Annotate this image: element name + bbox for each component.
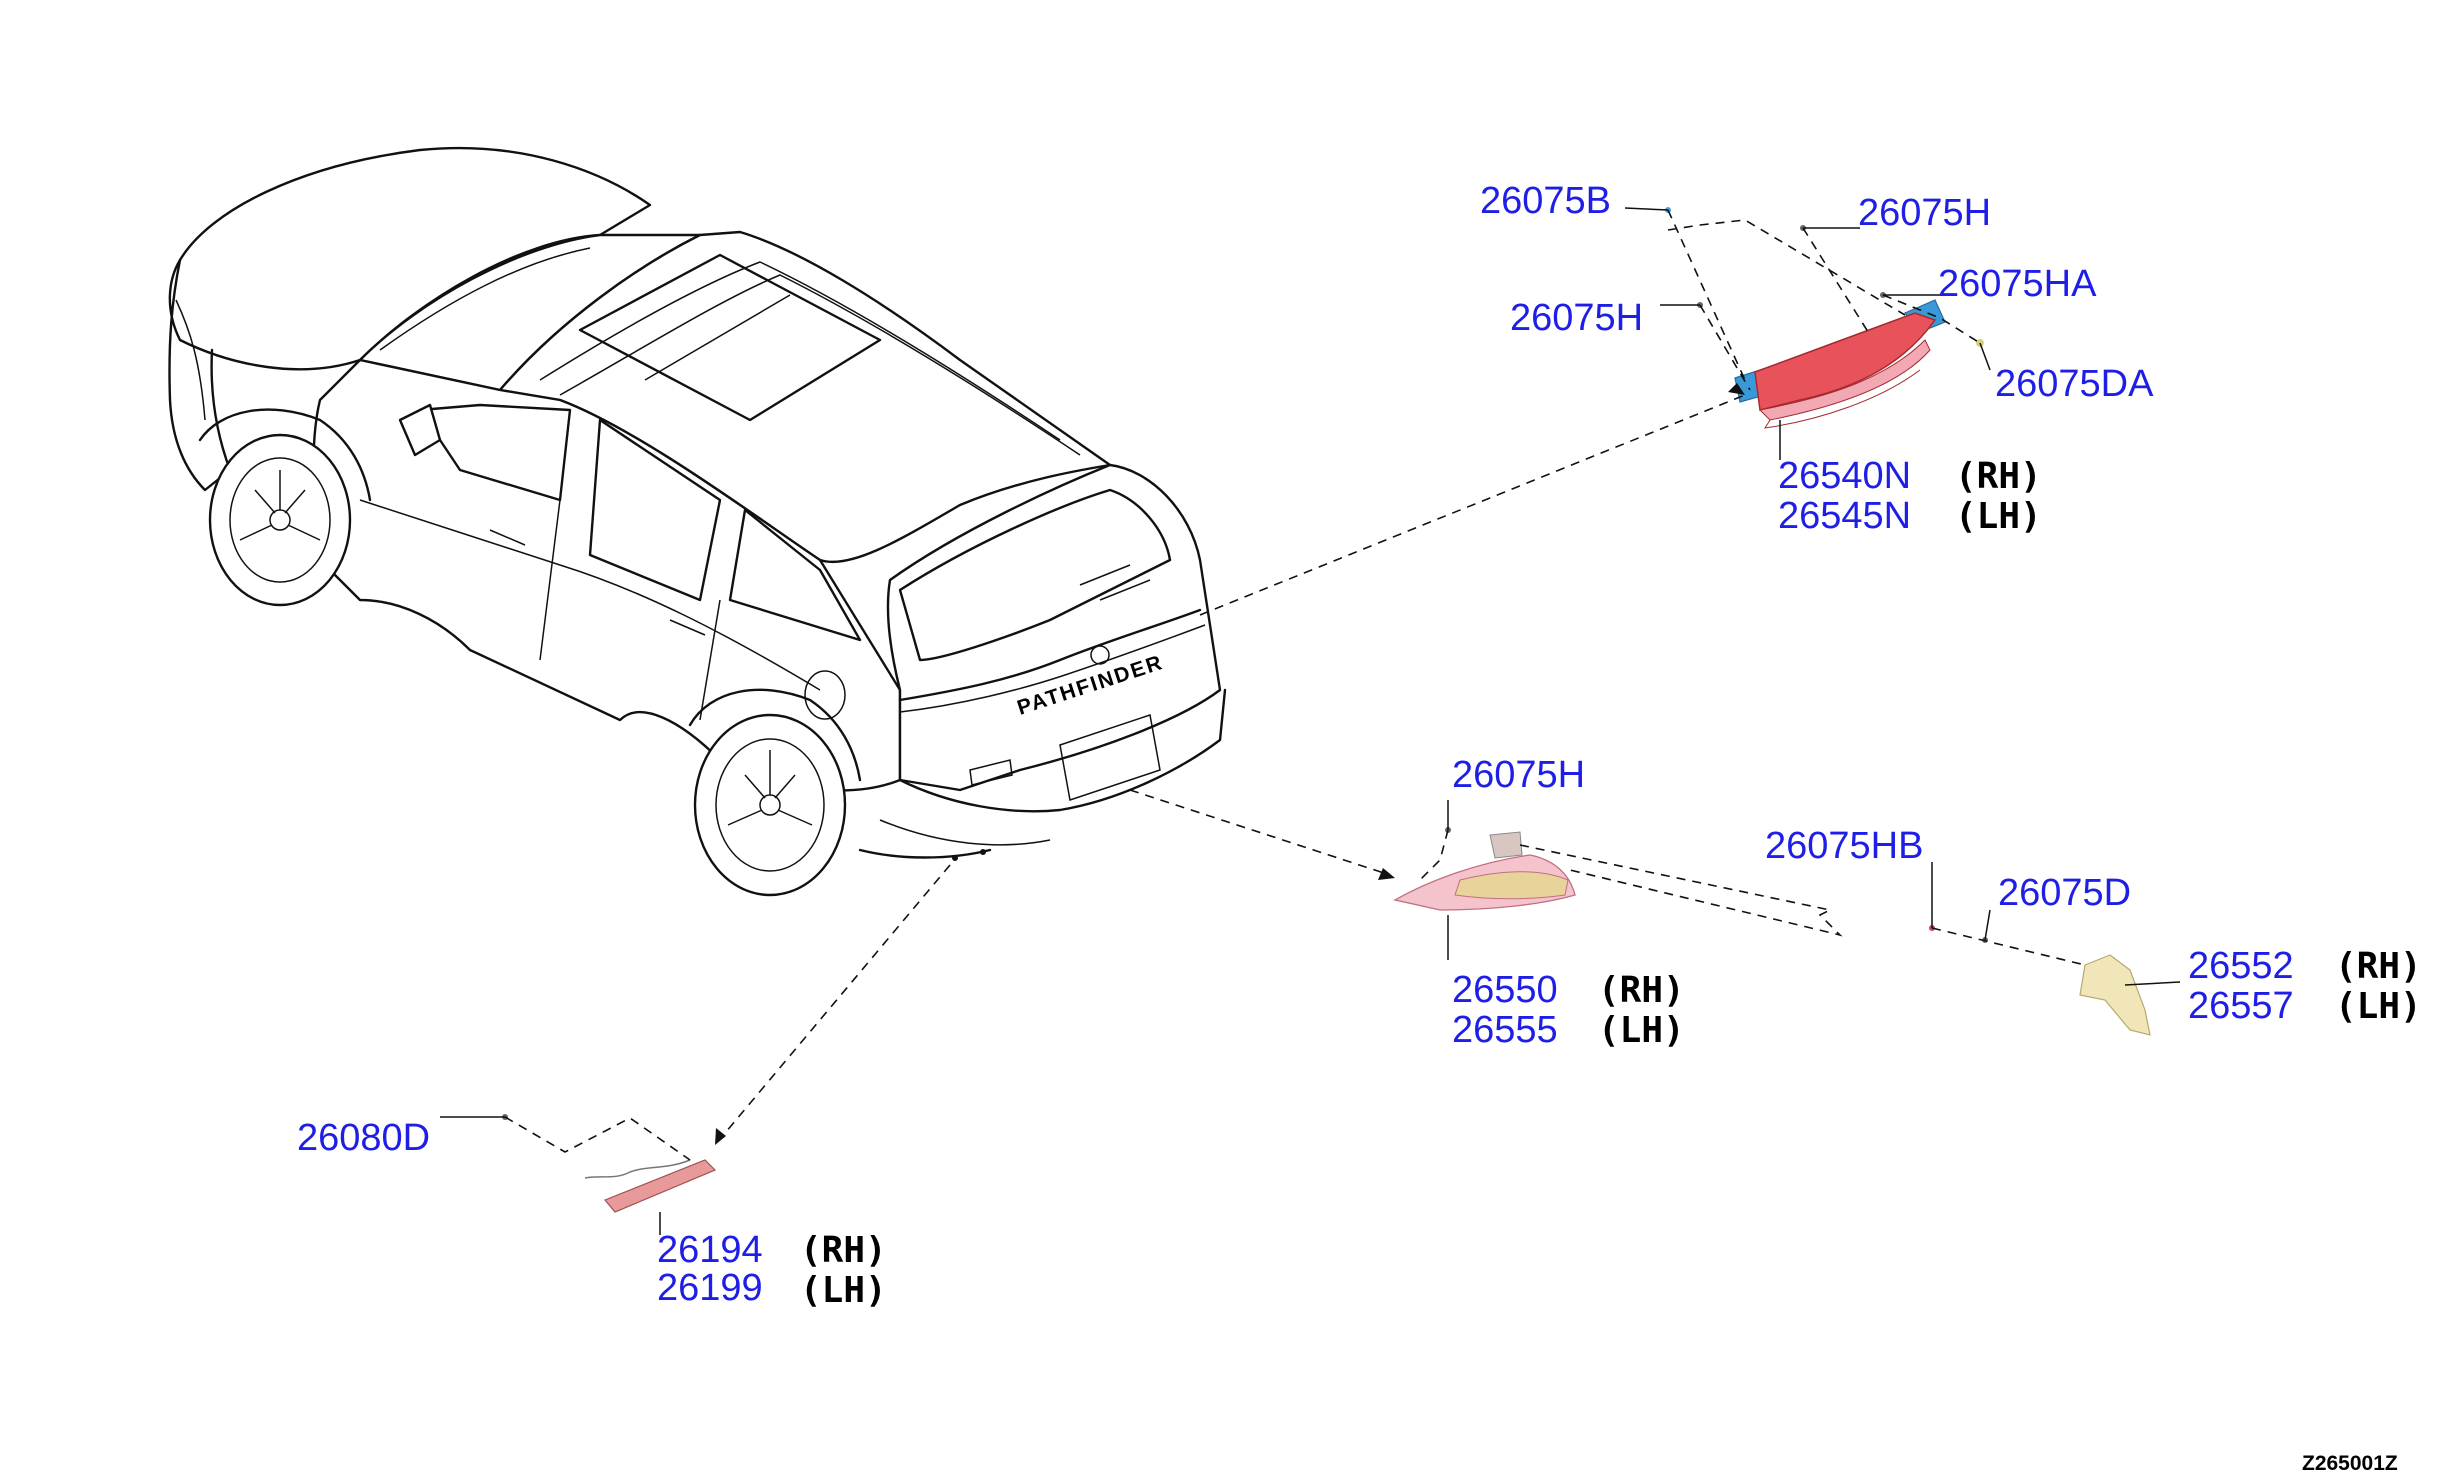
- vehicle-rear-wheel: [688, 688, 862, 897]
- tail-lamp-upper: [1734, 299, 1946, 429]
- callout-26550: 26550: [1452, 969, 1558, 1011]
- callout-26075d: 26075D: [1998, 872, 2131, 914]
- vehicle-quarter-window: [728, 508, 862, 642]
- side-lh-26555: (LH): [1598, 1010, 1685, 1051]
- side-lh-26557: (LH): [2335, 986, 2422, 1027]
- callout-26075b: 26075B: [1480, 180, 1611, 222]
- tail-lamp-lower-bracket: [1489, 831, 1523, 859]
- callout-26075ha: 26075HA: [1938, 263, 2097, 305]
- vehicle-sunroof: [578, 253, 882, 422]
- vehicle-front: [168, 258, 232, 492]
- reflector-insert: [2079, 954, 2151, 1036]
- callout-26555: 26555: [1452, 1009, 1558, 1051]
- callout-26075h-top: 26075H: [1858, 192, 1991, 234]
- callout-26075h-left: 26075H: [1510, 297, 1643, 339]
- callout-26075hb: 26075HB: [1765, 825, 1923, 867]
- callout-26552: 26552: [2188, 945, 2294, 987]
- illustration-code: Z265001Z: [2302, 1452, 2398, 1475]
- vehicle-front-wheel: [198, 408, 372, 607]
- side-rh-26552: (RH): [2335, 946, 2422, 987]
- side-lh-26545n: (LH): [1955, 496, 2042, 537]
- vehicle-illustration: PATHFINDER: [168, 146, 1227, 897]
- callout-26194: 26194: [657, 1229, 763, 1271]
- callout-26540n: 26540N: [1778, 455, 1911, 497]
- callout-26557: 26557: [2188, 985, 2294, 1027]
- vehicle-mirror: [398, 403, 442, 457]
- callout-26075h-lower: 26075H: [1452, 754, 1585, 796]
- rear-reflector: [584, 1159, 717, 1213]
- leader-lines: [440, 207, 2181, 1235]
- side-rh-26550: (RH): [1598, 970, 1685, 1011]
- side-rh-26194: (RH): [800, 1230, 887, 1271]
- side-rh-26540n: (RH): [1955, 456, 2042, 497]
- vehicle-front-window: [418, 403, 572, 502]
- callout-26075da: 26075DA: [1995, 363, 2154, 405]
- assembly-lines: [504, 209, 2086, 1161]
- callout-26080d: 26080D: [297, 1117, 430, 1159]
- arrow-heads: [715, 383, 1745, 1145]
- tail-lamp-lower: [1393, 831, 1576, 911]
- callout-26545n: 26545N: [1778, 495, 1911, 537]
- vehicle-backlight: [898, 488, 1172, 662]
- callout-26199: 26199: [657, 1267, 763, 1309]
- side-lh-26199: (LH): [800, 1270, 887, 1311]
- callout-labels: 26075B 26075H 26075HA 26075H 26075DA 265…: [297, 180, 2422, 1475]
- vehicle-rear-window: [588, 418, 722, 602]
